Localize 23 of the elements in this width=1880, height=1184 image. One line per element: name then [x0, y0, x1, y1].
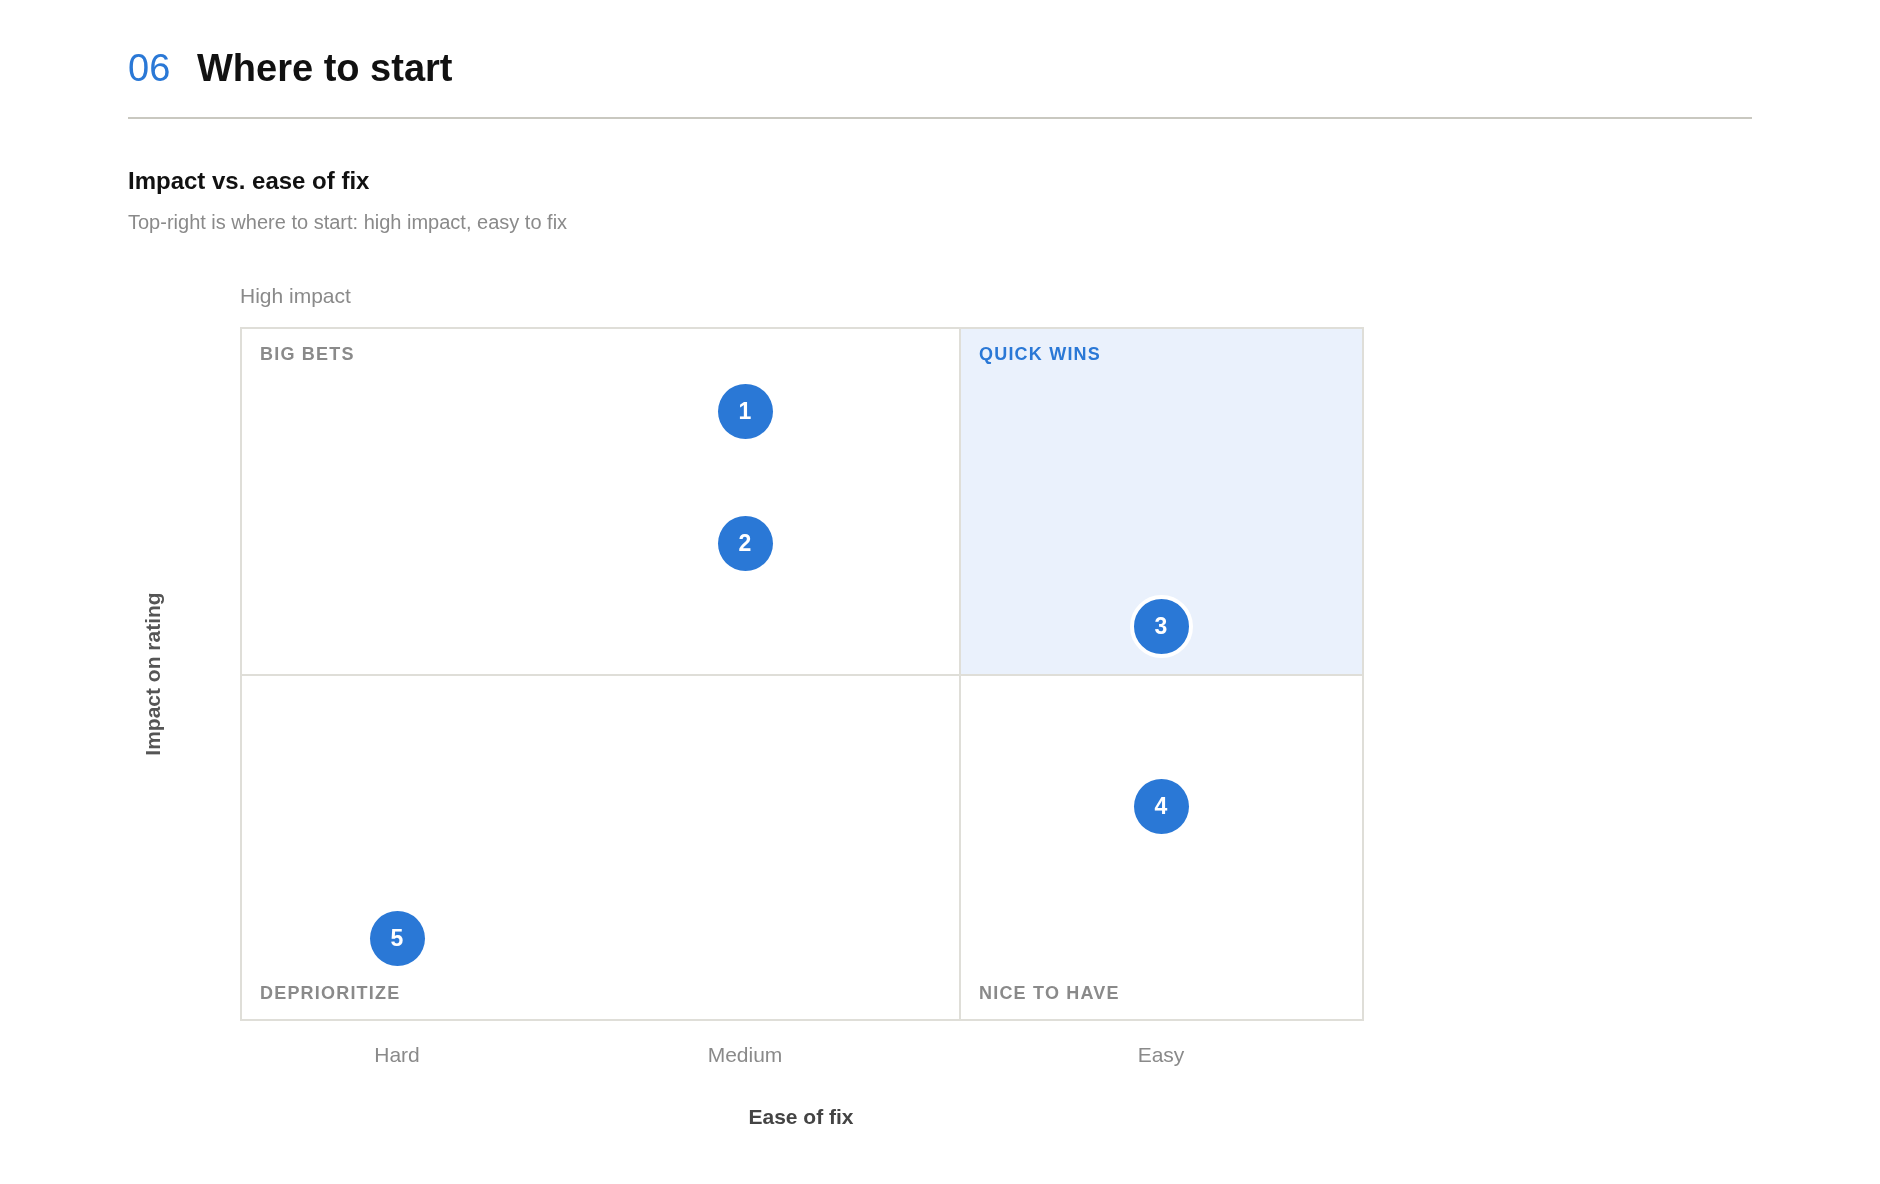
quadrant-panel [240, 327, 961, 676]
quadrant-label: QUICK WINS [979, 343, 1101, 365]
numbered-marker: 2 [717, 515, 773, 571]
numbered-marker: 1 [717, 383, 773, 439]
quadrant-label: NICE TO HAVE [979, 982, 1120, 1004]
quadrant-label: DEPRIORITIZE [260, 982, 401, 1004]
chart-subtitle: Top-right is where to start: high impact, easy to fix [128, 210, 568, 234]
quadrant-panel [240, 674, 961, 1021]
numbered-marker: 4 [1133, 778, 1189, 834]
axis-end-label: High impact [240, 282, 351, 308]
page-title: Where to start [197, 46, 453, 91]
quadrant-panel [959, 674, 1364, 1021]
numbered-marker: 5 [369, 910, 425, 966]
axis-title: Ease of fix [748, 1103, 854, 1129]
axis-tick-label: Hard [374, 1041, 420, 1067]
section-number: 06 [128, 46, 171, 91]
numbered-marker: 3 [1129, 594, 1193, 658]
axis-title: Impact on rating [139, 592, 165, 756]
axis-tick-label: Medium [707, 1041, 783, 1067]
quadrant-label: BIG BETS [260, 343, 355, 365]
chart-title: Impact vs. ease of fix [128, 165, 370, 195]
quadrant-panel [959, 327, 1364, 676]
axis-tick-label: Easy [1137, 1041, 1185, 1067]
